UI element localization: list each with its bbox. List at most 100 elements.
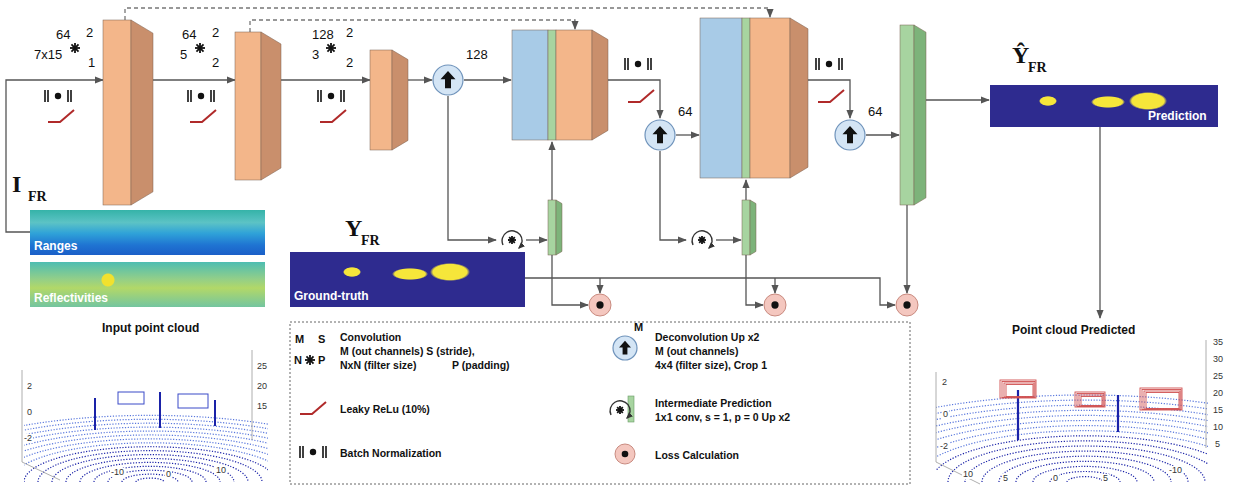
shape <box>764 294 786 316</box>
shape <box>936 410 1208 482</box>
leaky-relu-symbol <box>628 90 654 102</box>
node-label: Input point cloud <box>100 322 201 334</box>
flow-line <box>808 80 850 118</box>
flow-line <box>551 142 552 200</box>
layer-parameter: 64 <box>182 28 196 41</box>
shape <box>624 58 626 70</box>
shape <box>841 58 843 70</box>
block-side <box>592 30 608 140</box>
layer-parameter: 7x15 <box>34 48 62 61</box>
shape <box>936 436 1208 482</box>
axis-tick: 10 <box>215 466 227 475</box>
flow-arrow <box>281 79 370 80</box>
node-label: Reflectivities <box>34 292 108 304</box>
point-cloud <box>24 392 268 482</box>
axis-tick: 20 <box>256 382 268 391</box>
flow-line <box>745 180 746 200</box>
axis <box>22 370 60 480</box>
flow-line <box>676 134 699 135</box>
flow-line <box>525 278 895 305</box>
batchnorm-symbol <box>625 58 651 70</box>
shape <box>1016 461 1154 482</box>
shape <box>94 398 96 430</box>
deconv-circle <box>645 120 675 150</box>
shape <box>343 90 345 102</box>
axis-tick: 0 <box>942 410 949 419</box>
block-face <box>512 30 548 140</box>
conv-star <box>617 407 623 413</box>
point-cloud-plot: Point cloud Predicted <box>930 318 1230 486</box>
deconv-circle <box>835 120 865 150</box>
layer-parameter: 64 <box>678 105 692 118</box>
node-outline <box>103 20 153 205</box>
node-label: Ŷ <box>1012 43 1029 67</box>
symbol-letter: S <box>318 334 325 345</box>
batchnorm-symbol <box>816 58 842 70</box>
input-image-group: IFRRangesReflectivities <box>30 210 265 307</box>
axis-tick: 15 <box>256 402 268 411</box>
shape <box>190 90 192 102</box>
axis-tick: -10 <box>110 468 125 477</box>
deconv-circle <box>613 336 637 360</box>
intermediate-prediction-symbol <box>502 231 522 248</box>
up-arrow <box>619 341 631 355</box>
shape <box>903 301 910 308</box>
node-label: I <box>12 172 21 196</box>
batchnorm-symbol <box>45 90 71 102</box>
node-label: FR <box>1028 61 1047 75</box>
shape <box>965 446 1205 482</box>
shape <box>94 466 206 482</box>
legend-text: Loss Calculation <box>655 450 739 461</box>
axis-tick: 2 <box>941 378 948 387</box>
intermediate-prediction-symbol <box>610 401 630 418</box>
detected-car <box>1075 392 1105 407</box>
shape <box>622 451 629 458</box>
layer-parameter: 128 <box>312 28 334 41</box>
layer-parameter: 128 <box>466 48 488 61</box>
shape <box>818 58 820 70</box>
layer-parameter: 2 <box>346 26 353 39</box>
block-side <box>392 50 408 150</box>
shape <box>502 231 522 248</box>
flow-line <box>250 20 575 32</box>
block-face <box>742 200 750 255</box>
legend-detail: 1x1 conv, s = 1, p = 0 Up x2 <box>655 412 790 423</box>
leaky-relu-symbol <box>190 110 216 122</box>
shape <box>325 446 327 458</box>
shape <box>1146 393 1179 409</box>
axis-tick: -2 <box>939 442 949 451</box>
axis-tick: 10 <box>962 470 974 479</box>
shape <box>948 441 1208 482</box>
block-side <box>790 18 808 178</box>
shape <box>1144 391 1180 409</box>
flow-line <box>464 79 511 80</box>
deconv-node: 128 <box>432 64 464 96</box>
block-face <box>742 18 750 178</box>
conv-star <box>196 44 203 51</box>
shape <box>178 394 208 408</box>
shape <box>159 392 161 428</box>
shape <box>24 435 268 482</box>
loss-symbol <box>589 294 611 316</box>
legend-detail: M (out channels) S (stride), <box>340 346 475 357</box>
shape <box>1006 385 1033 397</box>
shape <box>896 294 918 316</box>
shape <box>1081 397 1102 406</box>
axis-tick: -2 <box>23 434 33 443</box>
leaky-relu-symbol <box>818 90 844 102</box>
layer-parameter: 2 <box>212 56 219 69</box>
axis-tick: 2 <box>26 382 33 391</box>
symbol-letter: M <box>295 334 304 345</box>
flow-line <box>125 8 770 20</box>
flow-line <box>660 151 686 240</box>
axis-tick: 20 <box>1212 389 1224 398</box>
shape <box>24 443 268 482</box>
detected-car <box>1000 380 1036 398</box>
shape <box>302 446 304 458</box>
shape <box>66 458 234 482</box>
batchnorm-symbol <box>188 90 214 102</box>
legend-text: Intermediate Prediction <box>655 398 772 409</box>
shape <box>692 231 712 248</box>
legend-text: Leaky ReLu (10%) <box>340 404 430 415</box>
block-face <box>370 50 392 150</box>
